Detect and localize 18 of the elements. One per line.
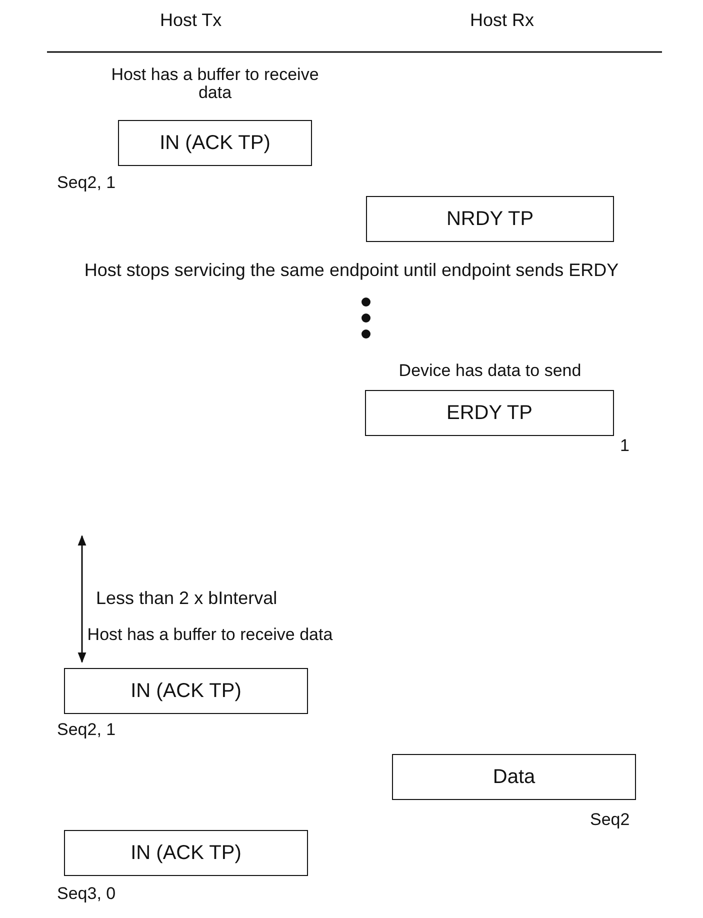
sequence-label: Seq2, 1 [57,720,116,740]
column-header: Host Rx [470,10,534,31]
dimension-label: Less than 2 x bInterval [96,588,278,609]
packet-box: Data [392,754,636,800]
packet-box: NRDY TP [366,196,614,242]
heading-text: Host has a buffer to receive data [110,66,320,102]
packet-box: IN (ACK TP) [118,120,312,166]
packet-box: ERDY TP [365,390,614,436]
packet-box: IN (ACK TP) [64,830,308,876]
packet-box: IN (ACK TP) [64,668,308,714]
heading-text: Host has a buffer to receive data [86,626,334,644]
heading-text: Device has data to send [398,362,582,380]
sequence-label: Seq2, 1 [57,173,116,193]
note-text: Host stops servicing the same endpoint until endpoint sends ERDY [83,260,620,281]
sequence-label: Seq2 [590,810,630,830]
sequence-label: 1 [620,436,630,456]
sequence-label: Seq3, 0 [57,884,116,904]
column-header: Host Tx [160,10,222,31]
